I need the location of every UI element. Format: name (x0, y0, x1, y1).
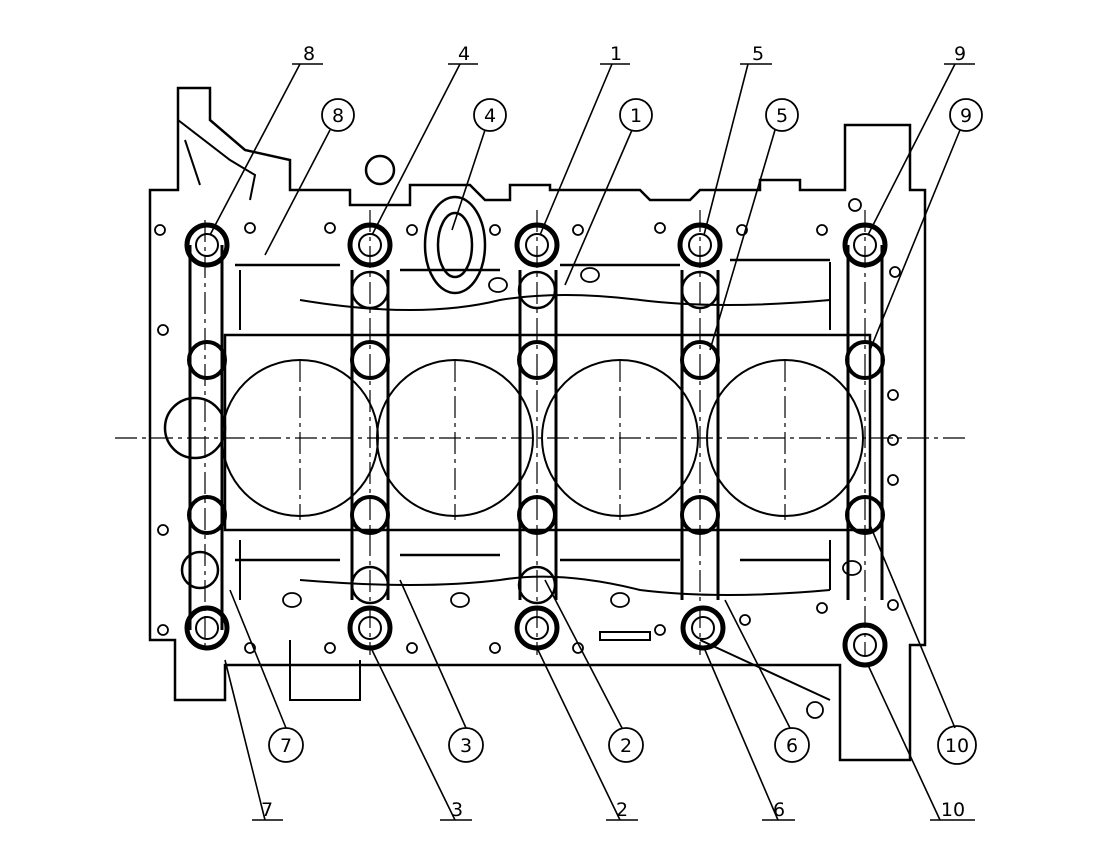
cylinder-bore (541, 359, 699, 517)
bolt-boss-3 (347, 605, 393, 651)
bolt-boss-5 (677, 222, 723, 268)
bearing-boss (517, 340, 557, 380)
callout-circled-10: 10 (945, 735, 969, 757)
cylinder-bores (221, 359, 864, 517)
callout-circles (268, 98, 983, 765)
callout-circled-1: 1 (630, 105, 642, 127)
small-holes (154, 198, 901, 719)
callout-bottom-10: 10 (941, 799, 965, 821)
bolt-boss-2 (514, 605, 560, 651)
callout-bottom-3: 3 (451, 799, 463, 821)
callout-bottom-6: 6 (773, 799, 785, 821)
bearing-boss (517, 495, 557, 535)
centerlines (115, 210, 965, 655)
callout-circled-5: 5 (776, 105, 788, 127)
callout-top-1: 1 (610, 43, 622, 65)
callout-circled-3: 3 (460, 735, 472, 757)
bolt-boss-1 (514, 222, 560, 268)
callout-top-9: 9 (954, 43, 966, 65)
callout-circled-8: 8 (332, 105, 344, 127)
bearing-boss (350, 495, 390, 535)
bearing-boss (845, 340, 885, 380)
callout-circled-2: 2 (620, 735, 632, 757)
cylinder-bore (706, 359, 864, 517)
callout-top-5: 5 (752, 43, 764, 65)
bearing-boss (187, 495, 227, 535)
callout-top-4: 4 (458, 43, 470, 65)
callout-top-8: 8 (303, 43, 315, 65)
callout-labels: 8 4 1 5 9 8 4 1 5 9 7 3 2 6 10 7 3 2 6 1… (261, 43, 972, 821)
block-outline (148, 86, 927, 762)
secondary-bosses (163, 154, 720, 605)
bolt-boss-8 (184, 222, 230, 268)
callout-circled-9: 9 (960, 105, 972, 127)
bolt-boss-9 (842, 222, 888, 268)
cylinder-bore (376, 359, 534, 517)
bearing-boss (845, 495, 885, 535)
bearing-boss (350, 340, 390, 380)
bolt-boss-10 (842, 622, 888, 668)
main-bearing-bosses (187, 340, 885, 535)
callout-circled-7: 7 (280, 735, 292, 757)
bolt-boss-6 (680, 605, 726, 651)
bolt-boss-7 (184, 605, 230, 651)
callout-circled-6: 6 (786, 735, 798, 757)
bolt-boss-4 (347, 222, 393, 268)
leader-lines (209, 63, 975, 821)
callout-circled-4: 4 (484, 105, 496, 127)
head-bolt-bosses (184, 222, 888, 668)
bearing-boss (680, 495, 720, 535)
callout-bottom-2: 2 (616, 799, 628, 821)
bearing-boss (680, 340, 720, 380)
bearing-boss (187, 340, 227, 380)
callout-bottom-7: 7 (261, 799, 273, 821)
